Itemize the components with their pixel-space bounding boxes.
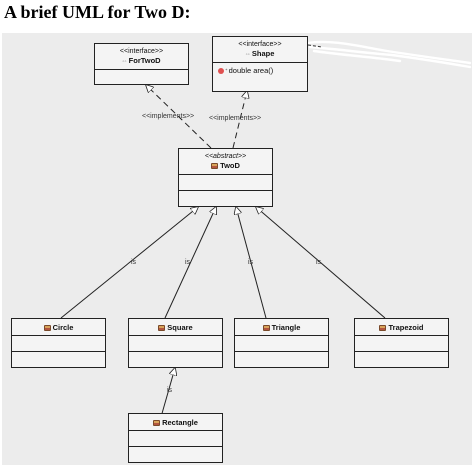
class-header-shape: <<interface>> ◦◦Shape — [213, 37, 307, 63]
public-method-icon — [218, 68, 224, 74]
class-box-square[interactable]: Square — [128, 318, 223, 368]
methods-section — [179, 191, 272, 206]
class-name-trapezoid: Trapezoid — [388, 323, 424, 332]
is-label-triangle: is — [248, 259, 254, 266]
methods-section — [129, 352, 222, 367]
attributes-section — [129, 336, 222, 352]
class-header-trapezoid: Trapezoid — [355, 319, 448, 336]
scribble-dash — [307, 44, 323, 48]
is-label-square: is — [185, 259, 191, 266]
attributes-section — [129, 431, 222, 447]
class-icon — [262, 325, 270, 331]
class-name-fortwod: ForTwoD — [128, 56, 161, 65]
is-label-circle: is — [131, 259, 137, 266]
class-box-shape[interactable]: <<interface>> ◦◦Shape ⁺double area() — [212, 36, 308, 92]
class-icon — [158, 325, 166, 331]
class-header-twod: <<abstract>> TwoD — [179, 149, 272, 175]
attributes-section — [355, 336, 448, 352]
class-box-rectangle[interactable]: Rectangle — [128, 413, 223, 463]
attributes-section — [179, 175, 272, 191]
class-box-twod[interactable]: <<abstract>> TwoD — [178, 148, 273, 207]
methods-section — [355, 352, 448, 367]
is-edge-trapezoid — [256, 207, 386, 319]
implements-label-fortwod: <<implements>> — [142, 113, 195, 120]
is-edge-circle — [60, 207, 198, 319]
is-edge-triangle — [236, 207, 267, 319]
is-edge-rectangle — [160, 368, 175, 418]
implements-label-shape: <<implements>> — [209, 115, 262, 122]
class-name-square: Square — [167, 323, 193, 332]
class-name-triangle: Triangle — [271, 323, 301, 332]
attributes-section — [235, 336, 328, 352]
implements-edge-fortwod — [146, 85, 212, 149]
class-header-circle: Circle — [12, 319, 105, 336]
methods-section — [129, 447, 222, 462]
attributes-section — [12, 336, 105, 352]
is-label-trapezoid: is — [316, 259, 322, 266]
methods-section: ⁺double area() — [213, 63, 307, 91]
class-header-fortwod: <<interface>> ◦◦ForTwoD — [95, 44, 188, 70]
interface-icon: ◦◦ — [122, 59, 127, 65]
interface-icon: ◦◦ — [245, 52, 250, 58]
class-name-circle: Circle — [52, 323, 74, 332]
stereotype-label: <<abstract>> — [204, 153, 247, 160]
class-header-rectangle: Rectangle — [129, 414, 222, 431]
class-icon — [211, 163, 219, 169]
method-area[interactable]: ⁺double area() — [213, 63, 307, 75]
page-title: A brief UML for Two D: — [4, 2, 191, 22]
class-box-triangle[interactable]: Triangle — [234, 318, 329, 368]
class-box-fortwod[interactable]: <<interface>> ◦◦ForTwoD — [94, 43, 189, 85]
class-icon — [153, 420, 161, 426]
class-box-circle[interactable]: Circle — [11, 318, 106, 368]
class-name-shape: Shape — [251, 49, 275, 58]
class-name-rectangle: Rectangle — [162, 418, 198, 427]
uml-diagram-canvas: <<implements>> <<implements>> is is is i… — [2, 33, 472, 465]
stereotype-label: <<interface>> — [119, 48, 164, 55]
methods-section — [235, 352, 328, 367]
is-edge-square — [164, 207, 216, 319]
scribble-mark — [306, 40, 472, 69]
attributes-section — [95, 70, 188, 84]
methods-section — [12, 352, 105, 367]
relationship-edges — [60, 40, 472, 418]
class-name-twod: TwoD — [220, 161, 240, 170]
is-label-rectangle: is — [167, 387, 173, 394]
class-header-triangle: Triangle — [235, 319, 328, 336]
class-box-trapezoid[interactable]: Trapezoid — [354, 318, 449, 368]
class-icon — [379, 325, 387, 331]
stereotype-label: <<interface>> — [238, 41, 282, 48]
class-icon — [43, 325, 51, 331]
class-header-square: Square — [129, 319, 222, 336]
